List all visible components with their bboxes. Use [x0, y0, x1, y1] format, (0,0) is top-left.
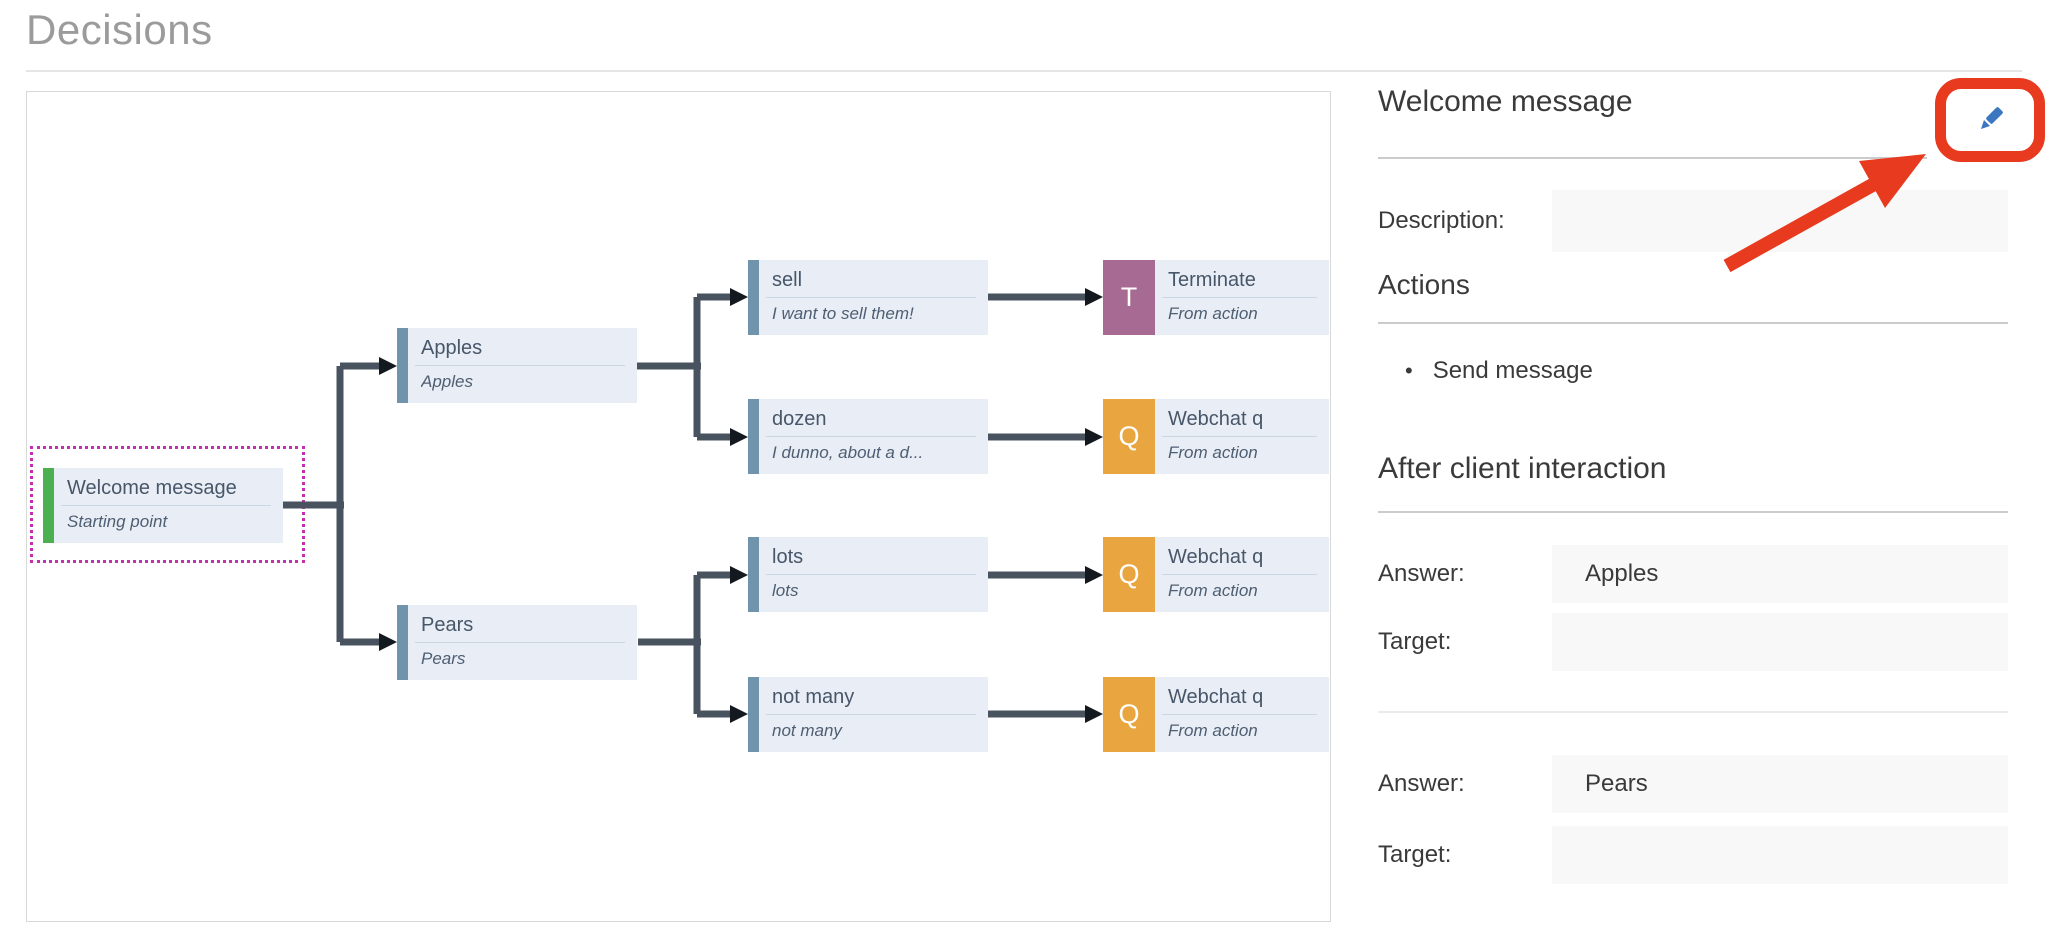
node-title: Webchat q [1168, 408, 1264, 430]
tree-node-apples[interactable]: Apples Apples [397, 328, 637, 403]
terminate-badge: T [1103, 260, 1155, 335]
edit-button[interactable] [1951, 92, 2029, 148]
answer-row: Answer: Apples [1378, 545, 2008, 603]
node-divider [1162, 297, 1317, 298]
node-divider [1162, 714, 1317, 715]
answer-value: Pears [1585, 770, 1648, 797]
node-title: sell [772, 269, 803, 291]
node-color-bar [748, 260, 759, 335]
answer-field: Apples [1552, 545, 2008, 603]
target-label: Target: [1378, 628, 1452, 655]
target-row: Target: [1378, 826, 2008, 884]
description-row: Description: [1378, 190, 2008, 252]
node-divider [415, 642, 625, 643]
node-divider [766, 297, 976, 298]
actions-divider [1378, 322, 2008, 324]
target-row: Target: [1378, 613, 2008, 671]
node-subtitle: I want to sell them! [772, 304, 914, 323]
annotation-circle [1935, 78, 2045, 162]
node-color-bar [397, 605, 408, 680]
pencil-icon [1973, 103, 2007, 137]
tree-node-welcome-message[interactable]: Welcome message Starting point [43, 468, 283, 543]
target-field [1552, 613, 2008, 671]
node-divider [766, 714, 976, 715]
node-subtitle: From action [1168, 304, 1258, 323]
node-detail-panel: Welcome message Description: [1378, 78, 2045, 884]
node-title: Webchat q [1168, 546, 1264, 568]
target-field [1552, 826, 2008, 884]
node-divider [766, 436, 976, 437]
node-title: Pears [421, 614, 474, 636]
answer-label: Answer: [1378, 770, 1465, 797]
question-badge: Q [1103, 677, 1155, 752]
question-badge: Q [1103, 537, 1155, 612]
answer-label: Answer: [1378, 560, 1465, 587]
node-subtitle: From action [1168, 721, 1258, 740]
tree-node-webchat-q-3[interactable]: Q Webchat q From action [1103, 677, 1329, 752]
description-label: Description: [1378, 207, 1505, 234]
node-subtitle: Starting point [67, 512, 168, 531]
target-label: Target: [1378, 841, 1452, 868]
tree-node-webchat-q-1[interactable]: Q Webchat q From action [1103, 399, 1329, 474]
node-color-bar [43, 468, 54, 543]
action-item: • Send message [1405, 356, 2008, 386]
tree-node-dozen[interactable]: dozen I dunno, about a d... [748, 399, 988, 474]
node-subtitle: From action [1168, 581, 1258, 600]
description-field [1552, 190, 2008, 252]
node-color-bar [748, 537, 759, 612]
bullet-icon: • [1405, 358, 1413, 383]
node-subtitle: Pears [421, 649, 466, 668]
actions-list: • Send message [1378, 356, 2008, 386]
node-divider [61, 505, 271, 506]
actions-heading: Actions [1378, 269, 1470, 300]
page-title: Decisions [26, 6, 213, 53]
after-interaction-heading: After client interaction [1378, 452, 1667, 485]
node-divider [1162, 436, 1317, 437]
answer-field: Pears [1552, 755, 2008, 813]
node-color-bar [397, 328, 408, 403]
node-subtitle: I dunno, about a d... [772, 443, 924, 462]
tree-node-webchat-q-2[interactable]: Q Webchat q From action [1103, 537, 1329, 612]
node-color-bar [748, 677, 759, 752]
tree-node-lots[interactable]: lots lots [748, 537, 988, 612]
node-title: Welcome message [67, 477, 237, 499]
answer-row: Answer: Pears [1378, 755, 2008, 813]
tree-node-terminate[interactable]: T Terminate From action [1103, 260, 1329, 335]
tree-node-sell[interactable]: sell I want to sell them! [748, 260, 988, 335]
tree-node-not-many[interactable]: not many not many [748, 677, 988, 752]
after-interaction-divider [1378, 511, 2008, 513]
node-subtitle: not many [772, 721, 842, 740]
node-divider [415, 365, 625, 366]
page-title-divider [26, 70, 2022, 72]
action-label: Send message [1432, 357, 1593, 384]
node-subtitle: From action [1168, 443, 1258, 462]
node-color-bar [748, 399, 759, 474]
panel-title-divider [1378, 157, 1927, 159]
node-title: dozen [772, 408, 827, 430]
question-badge: Q [1103, 399, 1155, 474]
panel-title: Welcome message [1378, 85, 1633, 118]
node-divider [766, 574, 976, 575]
answer-value: Apples [1585, 560, 1659, 587]
node-title: Terminate [1168, 269, 1256, 291]
answer-group-separator [1378, 711, 2008, 713]
node-subtitle: Apples [421, 372, 473, 391]
node-title: lots [772, 546, 804, 568]
node-title: Apples [421, 337, 483, 359]
node-title: Webchat q [1168, 686, 1264, 708]
node-title: not many [772, 686, 855, 708]
node-divider [1162, 574, 1317, 575]
node-subtitle: lots [772, 581, 799, 600]
tree-node-pears[interactable]: Pears Pears [397, 605, 637, 680]
